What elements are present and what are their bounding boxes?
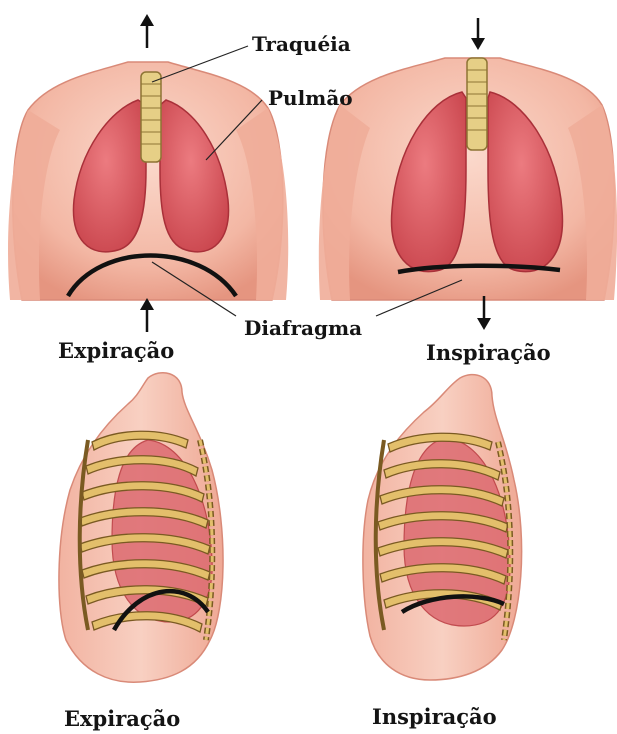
expiration-caption-bottom: Expiração	[64, 706, 180, 731]
arrow-down-icon	[477, 296, 491, 330]
arrow-up-icon	[140, 298, 154, 332]
front-torso-expiration	[8, 62, 288, 300]
diaphragm-label: Diafragma	[244, 316, 362, 340]
trachea-expiration	[141, 72, 161, 162]
side-ribcage-expiration	[59, 373, 223, 682]
inspiration-caption-top: Inspiração	[426, 340, 551, 365]
front-torso-inspiration	[319, 58, 617, 300]
side-ribcage-inspiration	[363, 375, 522, 680]
expiration-caption-top: Expiração	[58, 338, 174, 363]
arrow-down-icon	[471, 18, 485, 50]
arrow-up-icon	[140, 14, 154, 48]
trachea-inspiration	[467, 58, 487, 150]
trachea-label: Traquéia	[252, 32, 351, 56]
inspiration-caption-bottom: Inspiração	[372, 704, 497, 729]
lung-label: Pulmão	[268, 86, 353, 110]
